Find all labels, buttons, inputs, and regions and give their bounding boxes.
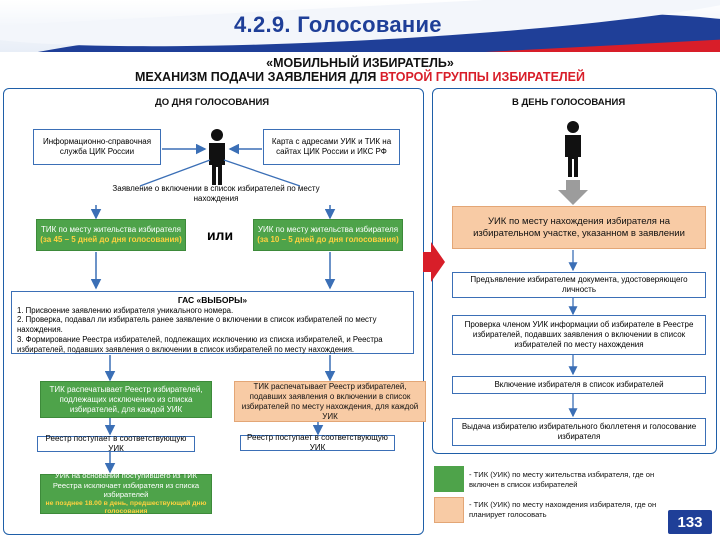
gas-vybory-box: ГАС «ВЫБОРЫ» 1. Присвоение заявлению изб… — [11, 291, 414, 354]
tik-print-exclude-box: ТИК распечатывает Реестр избирателей, по… — [40, 381, 212, 418]
step-verification-box: Проверка членом УИК информации об избира… — [452, 315, 706, 355]
registry-right-box: Реестр поступает в соответствующую УИК — [240, 433, 395, 452]
step-ballot-box: Выдача избирателю избирательного бюллете… — [452, 418, 706, 446]
gas-step-2: 2. Проверка, подавал ли избиратель ранее… — [17, 315, 377, 335]
tik-print-include-box: ТИК распечатывает Реестр избирателей, по… — [234, 381, 426, 422]
tik-residence-deadline: (за 45 – 5 дней до дня голосования) — [40, 235, 182, 244]
uik-exclude-box: УИК на основании поступившего из ТИК Рее… — [40, 471, 212, 516]
gas-step-1: 1. Присвоение заявлению избирателя уника… — [17, 305, 234, 315]
before-voting-title: ДО ДНЯ ГОЛОСОВАНИЯ — [155, 97, 270, 108]
info-service-box: Информационно-справочная служба ЦИК Росс… — [33, 129, 161, 165]
page-title: 4.2.9. Голосование — [234, 12, 442, 37]
step-document-box: Предъявление избирателем документа, удос… — [452, 272, 706, 298]
header-banner: 4.2.9. Голосование — [0, 0, 720, 52]
legend-green-swatch — [434, 466, 464, 492]
application-text: Заявление о включении в список избирател… — [112, 184, 320, 203]
down-arrow-icon — [558, 180, 588, 205]
subtitle-prefix: МЕХАНИЗМ ПОДАЧИ ЗАЯВЛЕНИЯ ДЛЯ — [134, 70, 380, 84]
uik-residence-deadline: (за 10 – 5 дней до дня голосования) — [257, 235, 399, 244]
map-service-box: Карта с адресами УИК и ТИК на сайтах ЦИК… — [263, 129, 400, 165]
subtitle-highlight: ВТОРОЙ ГРУППЫ ИЗБИРАТЕЛЕЙ — [379, 70, 586, 84]
tik-residence-label: ТИК по месту жительства избирателя — [41, 225, 181, 234]
legend-peach-swatch — [434, 497, 464, 523]
uik-residence-box: УИК по месту жительства избирателя (за 1… — [253, 219, 403, 251]
legend-peach-text: - ТИК (УИК) по месту нахождения избирате… — [469, 500, 657, 519]
uik-residence-label: УИК по месту жительства избирателя — [257, 225, 399, 234]
transition-arrow-icon — [423, 242, 445, 282]
step-inclusion-box: Включение избирателя в список избирателе… — [452, 376, 706, 394]
uik-exclude-deadline: не позднее 18.00 в день, предшествующий … — [45, 499, 207, 516]
gas-step-3: 3. Формирование Реестра избирателей, под… — [17, 334, 383, 354]
page-number: 133 — [668, 510, 712, 534]
tik-residence-box: ТИК по месту жительства избирателя (за 4… — [36, 219, 186, 251]
subtitle-line1: «МОБИЛЬНЫЙ ИЗБИРАТЕЛЬ» — [266, 56, 454, 70]
subtitle-line2: МЕХАНИЗМ ПОДАЧИ ЗАЯВЛЕНИЯ ДЛЯ ВТОРОЙ ГРУ… — [0, 70, 720, 84]
voter-figure-right-icon — [565, 121, 581, 177]
uik-location-box: УИК по месту нахождения избирателя на из… — [452, 206, 706, 249]
registry-left-box: Реестр поступает в соответствующую УИК — [37, 434, 195, 453]
uik-exclude-label: УИК на основании поступившего из ТИК Рее… — [52, 471, 200, 500]
gas-vybory-title: ГАС «ВЫБОРЫ» — [177, 295, 248, 305]
voting-day-title: В ДЕНЬ ГОЛОСОВАНИЯ — [512, 97, 626, 108]
or-label: или — [206, 227, 234, 243]
voter-figure-icon — [209, 129, 225, 185]
legend-green-text: - ТИК (УИК) по месту жительства избирате… — [469, 470, 655, 489]
